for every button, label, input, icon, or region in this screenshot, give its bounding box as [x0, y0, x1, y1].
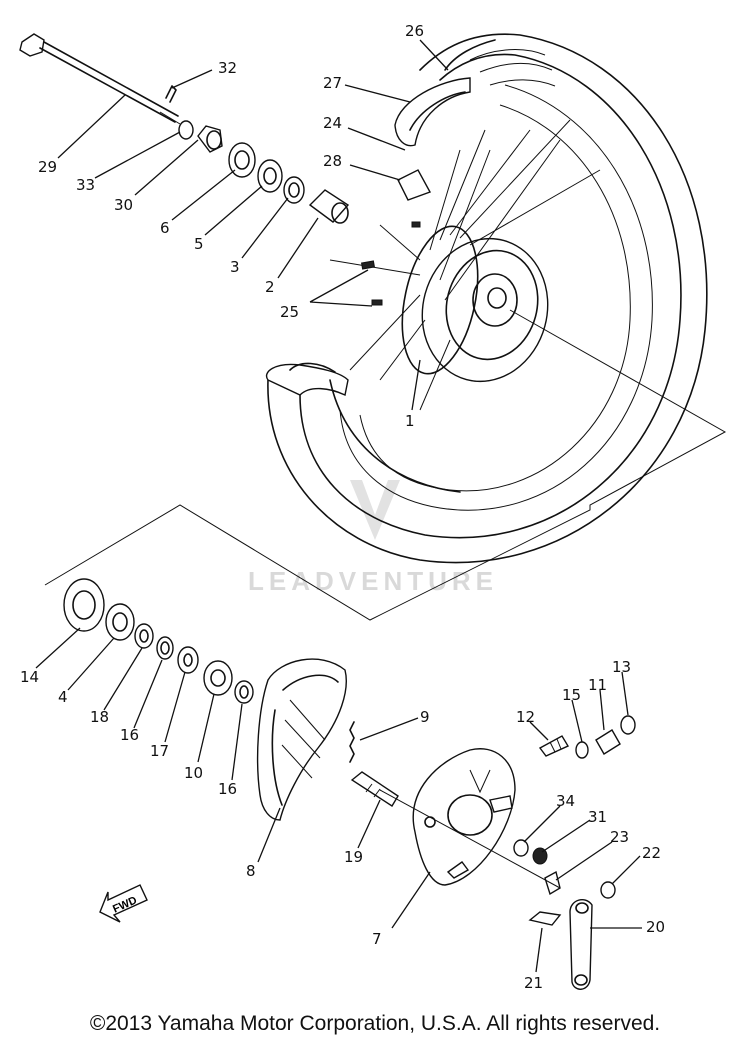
callout-7: 7 [372, 930, 382, 948]
wheel-assembly [265, 33, 708, 564]
watermark-text: LEADVENTURE [248, 566, 498, 596]
callout-23: 23 [610, 828, 629, 846]
callout-20: 20 [646, 918, 665, 936]
callout-28: 28 [323, 152, 342, 170]
callout-16a: 16 [120, 726, 139, 744]
callout-21: 21 [524, 974, 543, 992]
callout-9: 9 [420, 708, 430, 726]
callout-31: 31 [588, 808, 607, 826]
callout-29: 29 [38, 158, 57, 176]
callout-17: 17 [150, 742, 169, 760]
callout-24: 24 [323, 114, 342, 132]
callout-25: 25 [280, 303, 299, 321]
front-axle [19, 33, 350, 224]
leader-lines [35, 39, 642, 973]
callout-12: 12 [516, 708, 535, 726]
callout-27: 27 [323, 74, 342, 92]
callout-19: 19 [344, 848, 363, 866]
part-callouts: 26 27 24 28 32 29 33 30 6 5 3 2 25 1 14 … [20, 22, 665, 992]
copyright-notice: ©2013 Yamaha Motor Corporation, U.S.A. A… [89, 1012, 661, 1035]
callout-2: 2 [265, 278, 275, 296]
callout-13: 13 [612, 658, 631, 676]
callout-1: 1 [405, 412, 415, 430]
callout-32: 32 [218, 59, 237, 77]
callout-6: 6 [160, 219, 170, 237]
callout-18: 18 [90, 708, 109, 726]
forward-direction-arrow: FWD [99, 884, 148, 923]
callout-11: 11 [588, 676, 607, 694]
callout-34: 34 [556, 792, 575, 810]
callout-10: 10 [184, 764, 203, 782]
callout-3: 3 [230, 258, 240, 276]
callout-33: 33 [76, 176, 95, 194]
callout-26: 26 [405, 22, 424, 40]
callout-14: 14 [20, 668, 39, 686]
callout-8: 8 [246, 862, 256, 880]
callout-22: 22 [642, 844, 661, 862]
callout-16b: 16 [218, 780, 237, 798]
callout-30: 30 [114, 196, 133, 214]
callout-4: 4 [58, 688, 68, 706]
callout-5: 5 [194, 235, 204, 253]
callout-15: 15 [562, 686, 581, 704]
brake-assembly [63, 578, 636, 990]
explosion-plane [44, 309, 727, 621]
